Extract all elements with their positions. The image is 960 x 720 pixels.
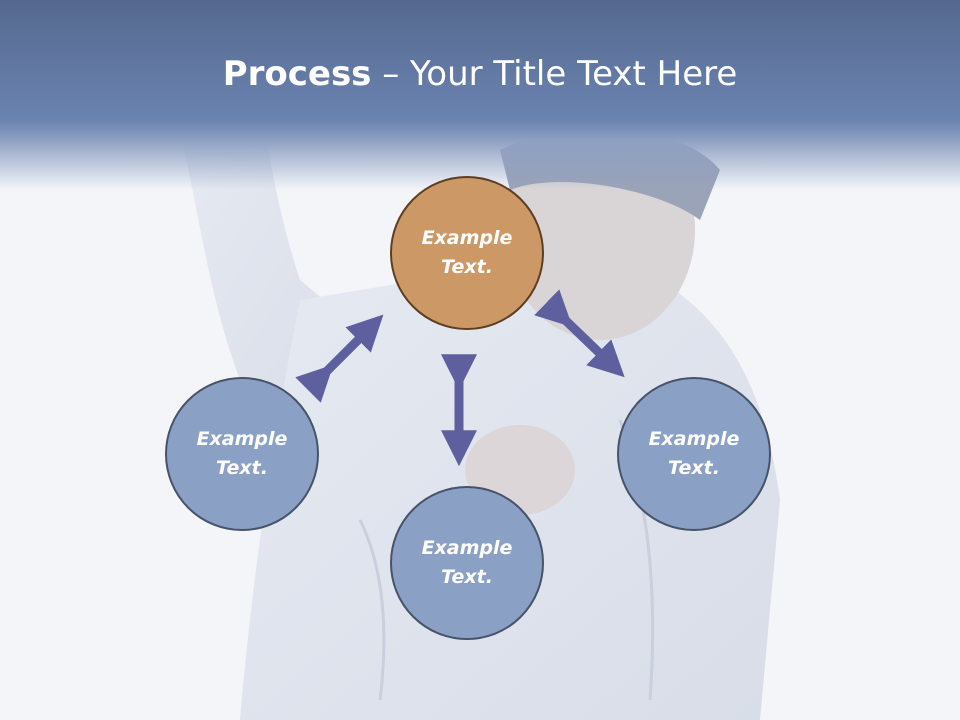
node-bottom-line2: Text. bbox=[441, 566, 493, 588]
title-bold: Process bbox=[222, 54, 372, 94]
slide-title: Process – Your Title Text Here bbox=[0, 52, 960, 96]
node-right-line2: Text. bbox=[668, 457, 720, 479]
node-left-line2: Text. bbox=[216, 457, 268, 479]
arrow-top-right bbox=[534, 289, 625, 378]
title-bar bbox=[0, 0, 960, 190]
node-left-line1: Example bbox=[196, 428, 288, 450]
node-bottom-line1: Example bbox=[421, 537, 513, 559]
arrow-top-left bbox=[295, 314, 384, 403]
process-node-bottom: Example Text. bbox=[390, 486, 544, 640]
node-top-line2: Text. bbox=[441, 256, 493, 278]
process-node-top: Example Text. bbox=[390, 176, 544, 330]
node-top-line1: Example bbox=[421, 227, 513, 249]
process-node-right: Example Text. bbox=[617, 377, 771, 531]
node-right-line1: Example bbox=[648, 428, 740, 450]
title-rest: – Your Title Text Here bbox=[371, 54, 738, 94]
process-node-left: Example Text. bbox=[165, 377, 319, 531]
